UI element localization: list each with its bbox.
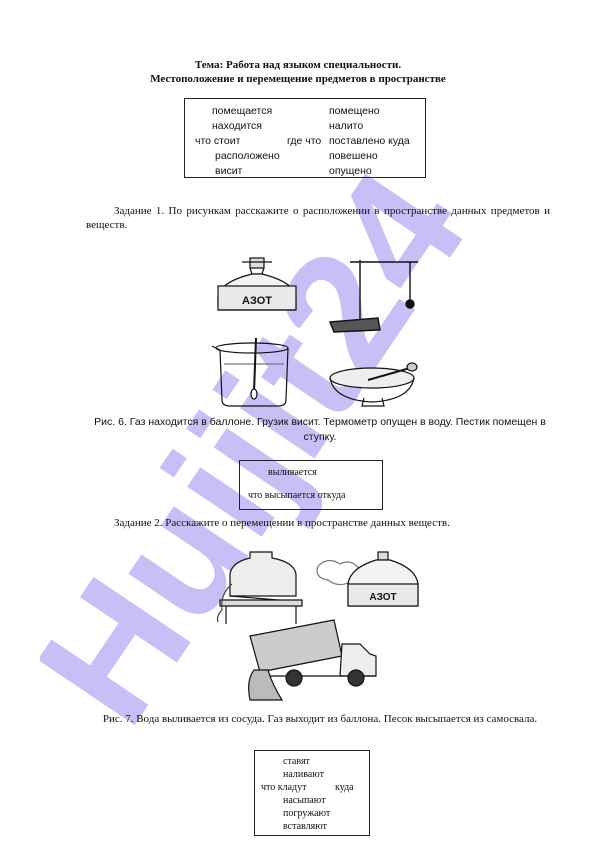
beaker-with-thermometer-illustration — [211, 337, 289, 407]
gas-cylinder-escaping-illustration: АЗОТ — [316, 551, 419, 607]
box3-item: наливают — [283, 769, 324, 780]
box2-line-1: выливается — [268, 467, 317, 478]
stand-with-weight-illustration — [328, 260, 418, 333]
vessel-pouring-water-illustration — [216, 551, 303, 624]
box1-left-item: что стоит — [195, 135, 241, 147]
task-1-text: Задание 1. По рисункам расскажите о расп… — [86, 205, 550, 231]
page-title: Тема: Работа над языком специальности. М… — [0, 58, 596, 86]
box1-right-item: опущено — [329, 165, 372, 177]
task-2-text: Задание 2. Расскажите о перемещении в пр… — [114, 517, 450, 529]
box1-right-item: налито — [329, 120, 364, 132]
box1-left-item: висит — [215, 165, 243, 177]
box1-right-item: помещено — [329, 105, 380, 117]
box1-left-item: расположено — [215, 150, 280, 162]
title-line-2: Местоположение и перемещение предметов в… — [150, 73, 446, 85]
box3-item: вставляют — [283, 821, 327, 832]
box1-right-item: повешено — [329, 150, 378, 162]
box1-right-item: поставлено куда — [329, 135, 410, 147]
figure-7-illustration: АЗОТ — [216, 551, 419, 701]
box3-item: погружают — [283, 808, 331, 819]
cylinder-label-2: АЗОТ — [369, 592, 396, 603]
vocabulary-box-movement: выливается что высыпается откуда — [239, 460, 383, 510]
figure-7-caption: Рис. 7. Вода выливается из сосуда. Газ в… — [102, 713, 538, 725]
vocabulary-box-placement: ставят наливают что кладут куда насыпают… — [254, 750, 370, 836]
figure-6-illustration: АЗОТ — [211, 257, 418, 407]
box3-where: куда — [335, 782, 354, 793]
box1-left-item: помещается — [212, 105, 273, 117]
figure-6-caption: Рис. 6. Газ находится в баллоне. Грузик … — [94, 416, 546, 443]
box1-middle: где что — [287, 135, 322, 147]
box2-line-2: что высыпается откуда — [248, 490, 346, 501]
title-line-1: Тема: Работа над языком специальности. — [194, 59, 402, 71]
mortar-and-pestle-illustration — [329, 362, 418, 407]
cylinder-label: АЗОТ — [242, 295, 272, 307]
box1-left-item: находится — [212, 120, 262, 132]
box3-item: что кладут — [261, 782, 307, 793]
box3-item: ставят — [283, 756, 310, 767]
gas-cylinder-illustration: АЗОТ — [217, 257, 297, 311]
vocabulary-box-location: помещается находится что стоит расположе… — [184, 98, 426, 178]
box3-item: насыпают — [283, 795, 326, 806]
dump-truck-illustration — [248, 619, 377, 701]
